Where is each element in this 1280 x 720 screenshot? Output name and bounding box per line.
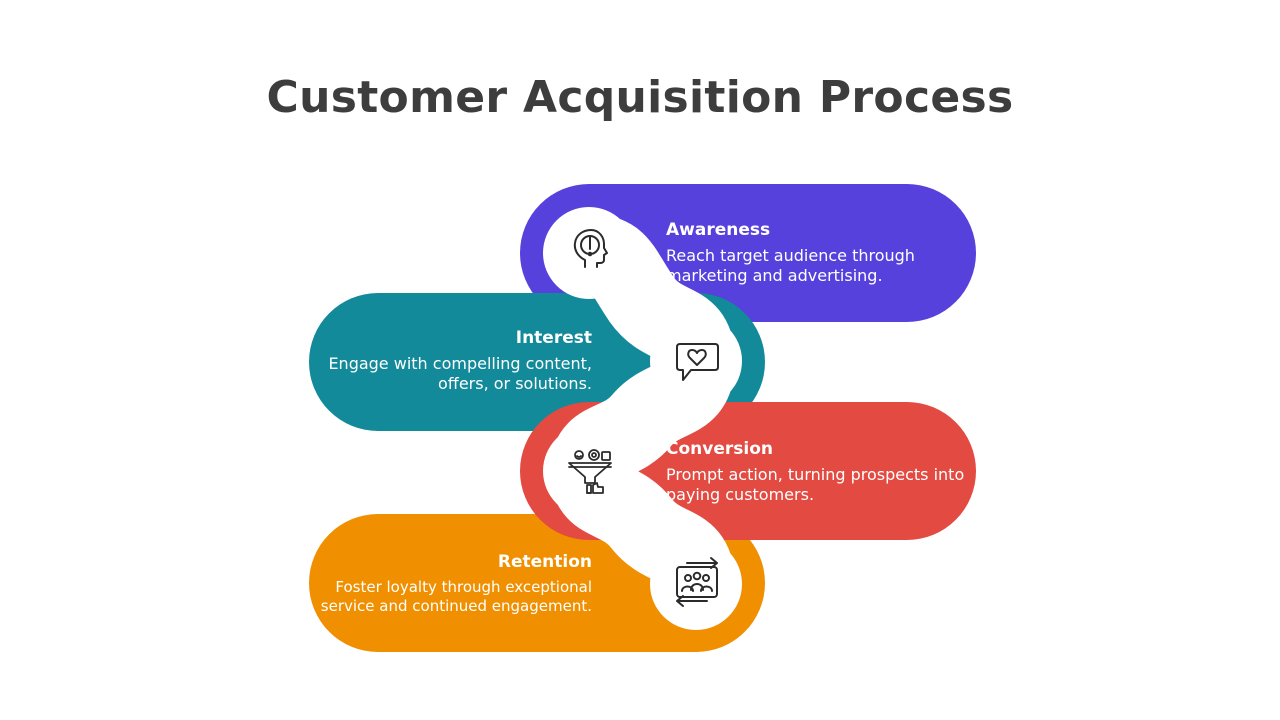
- conversion-label: Conversion Prompt action, turning prospe…: [666, 439, 972, 505]
- interest-label: Interest Engage with compelling content,…: [312, 328, 592, 394]
- interest-heading: Interest: [515, 328, 592, 348]
- recurring-customers-icon: [676, 557, 718, 607]
- awareness-label: Awareness Reach target audience through …: [666, 220, 966, 286]
- flow-connector: [550, 214, 735, 623]
- awareness-heading: Awareness: [666, 220, 771, 240]
- conversion-funnel-icon: [568, 449, 612, 494]
- head-exclamation-icon: [573, 229, 608, 268]
- page-title: Customer Acquisition Process: [266, 72, 1014, 123]
- interest-icon-circle: [650, 315, 742, 407]
- retention-description: Foster loyalty through exceptional servi…: [320, 578, 592, 615]
- awareness-description: Reach target audience through marketing …: [666, 246, 915, 285]
- heart-speech-bubble-icon: [676, 343, 719, 381]
- retention-label: Retention Foster loyalty through excepti…: [312, 552, 592, 616]
- retention-heading: Retention: [497, 552, 592, 572]
- conversion-description: Prompt action, turning prospects into pa…: [666, 465, 965, 504]
- conversion-icon-circle: [543, 425, 635, 517]
- interest-description: Engage with compelling content, offers, …: [328, 354, 592, 393]
- conversion-heading: Conversion: [666, 439, 773, 459]
